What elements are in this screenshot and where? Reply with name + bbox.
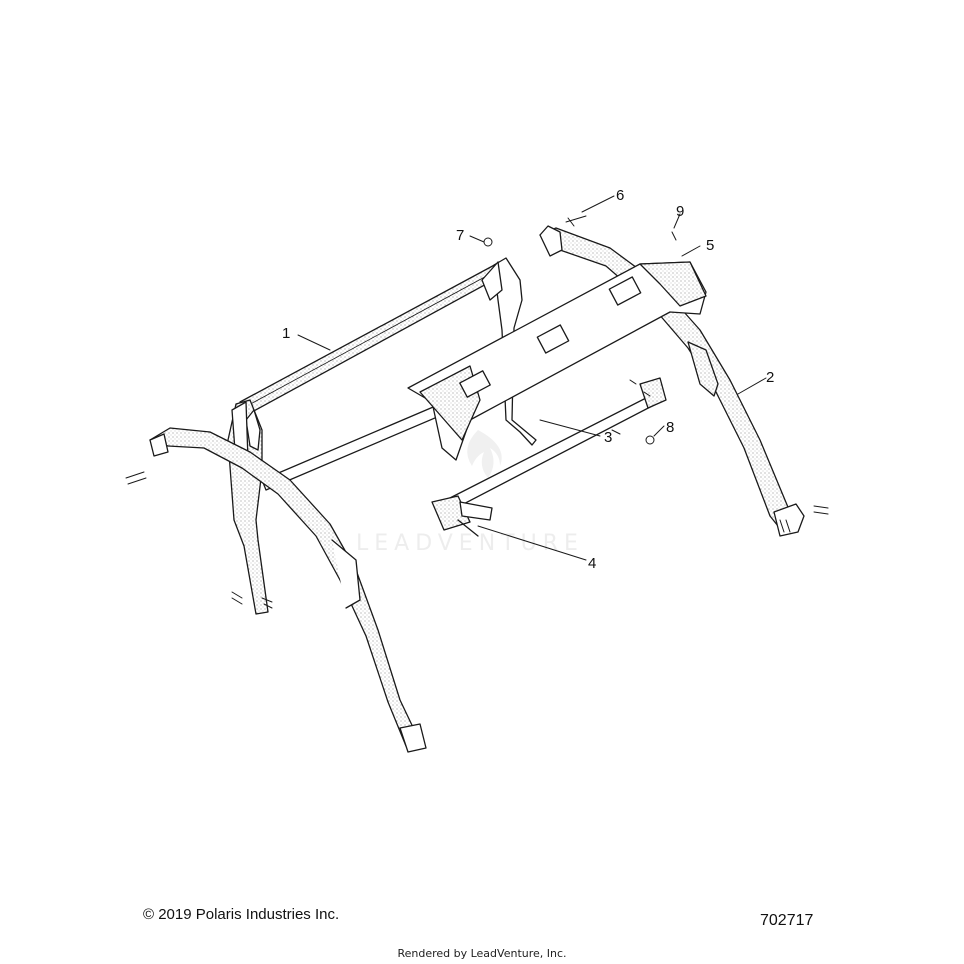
callout-5: 5 (706, 237, 714, 254)
front-hoop (149, 427, 427, 753)
callout-2: 2 (766, 369, 774, 386)
callout-6: 6 (616, 187, 624, 204)
bolts-hardware (125, 215, 829, 609)
part-8-nut (645, 435, 655, 445)
diagram-number: 702717 (760, 912, 814, 929)
copyright-notice: © 2019 Polaris Industries Inc. (143, 906, 340, 923)
callout-1: 1 (282, 325, 290, 342)
watermark: LEADVENTURE (356, 430, 584, 556)
callout-8: 8 (666, 419, 674, 436)
rear-frame-part-1 (227, 257, 537, 615)
callout-labels: 1 2 3 4 5 6 7 8 9 (282, 187, 774, 572)
cross-bar-part-3 (431, 377, 667, 531)
callout-7: 7 (456, 227, 464, 244)
callout-3: 3 (604, 429, 612, 446)
roof-panel-part-5 (407, 261, 707, 461)
callout-9: 9 (676, 203, 684, 220)
bracket-part-4 (457, 501, 493, 537)
part-9-fastener (671, 231, 677, 241)
rendered-by-credit: Rendered by LeadVenture, Inc. (397, 947, 567, 960)
part-7-nut (483, 237, 493, 247)
callout-4: 4 (588, 555, 596, 572)
leadventure-flame-logo (467, 430, 502, 478)
leader-lines (297, 195, 767, 561)
watermark-text: LEADVENTURE (356, 531, 584, 556)
